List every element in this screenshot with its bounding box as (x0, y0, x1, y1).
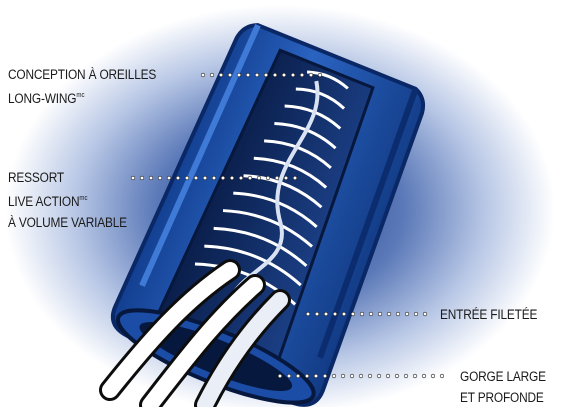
trademark-mark: mc (76, 92, 84, 99)
callout-throat-line1: GORGE LARGE (460, 366, 546, 387)
callout-long-wing: CONCEPTION À OREILLES LONG-WINGmc (8, 64, 156, 109)
callout-throat: GORGE LARGE ET PROFONDE (460, 366, 546, 408)
callout-long-wing-line2: LONG-WINGmc (8, 85, 156, 109)
callout-spring-name: LIVE ACTION (8, 194, 79, 209)
callout-threaded-entry: ENTRÉE FILETÉE (440, 304, 537, 325)
callout-spring: RESSORT LIVE ACTIONmc À VOLUME VARIABLE (8, 167, 127, 233)
trademark-mark: mc (79, 195, 87, 202)
callout-spring-line2: LIVE ACTIONmc (8, 188, 127, 212)
callout-long-wing-line1: CONCEPTION À OREILLES (8, 64, 156, 85)
callout-throat-line2: ET PROFONDE (460, 387, 546, 408)
callout-spring-line3: À VOLUME VARIABLE (8, 212, 127, 233)
callout-spring-line1: RESSORT (8, 167, 127, 188)
callout-threaded-line1: ENTRÉE FILETÉE (440, 304, 537, 325)
callout-long-wing-name: LONG-WING (8, 91, 76, 106)
